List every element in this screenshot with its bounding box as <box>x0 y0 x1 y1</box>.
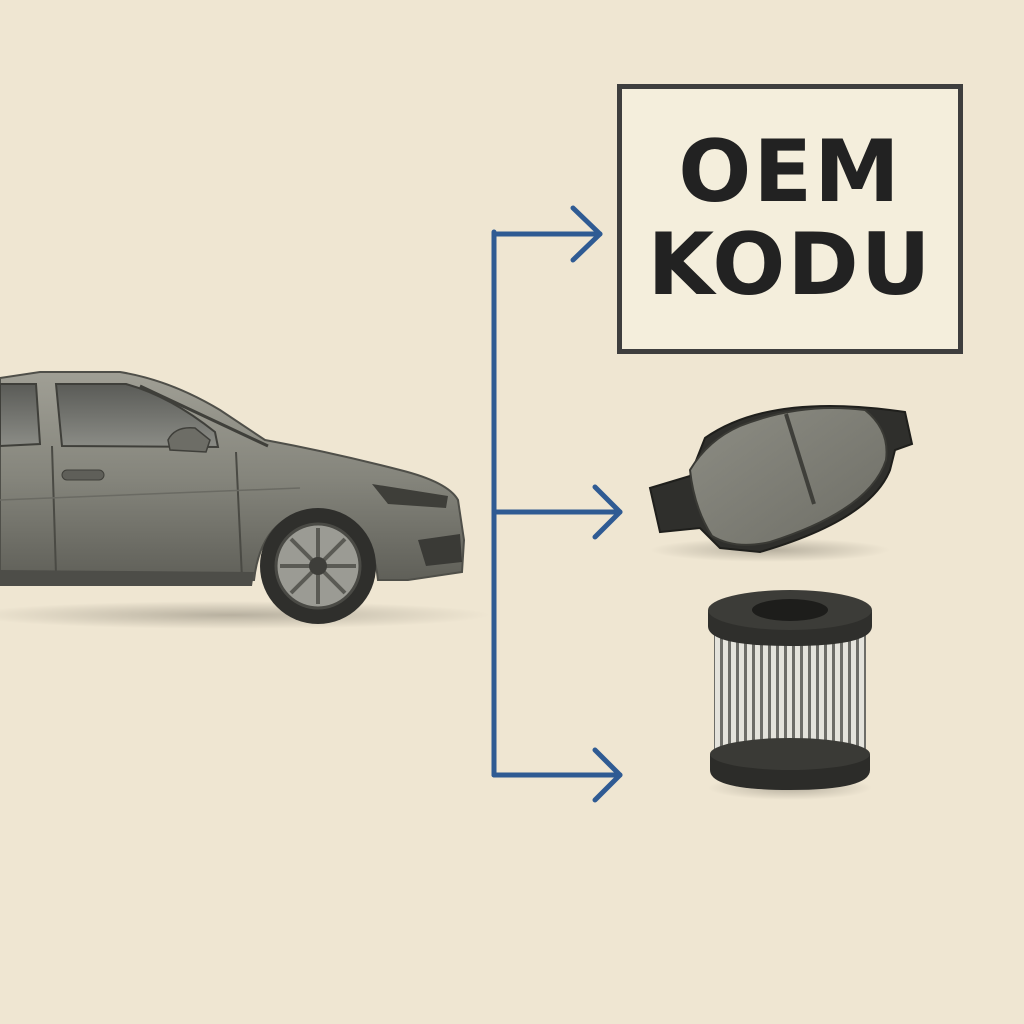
oem-label: OEM <box>678 122 902 223</box>
arrow-head-brake-pad <box>592 484 623 540</box>
oil-filter-icon <box>708 590 872 800</box>
arrow-head-oem <box>570 205 603 263</box>
car-icon <box>0 371 490 629</box>
brake-pad-icon <box>648 405 914 562</box>
arrow-head-oil-filter <box>592 747 623 803</box>
oem-code-box: OEM KODU <box>617 84 963 354</box>
flow-arrows <box>491 205 623 803</box>
kodu-label: KODU <box>647 215 933 315</box>
